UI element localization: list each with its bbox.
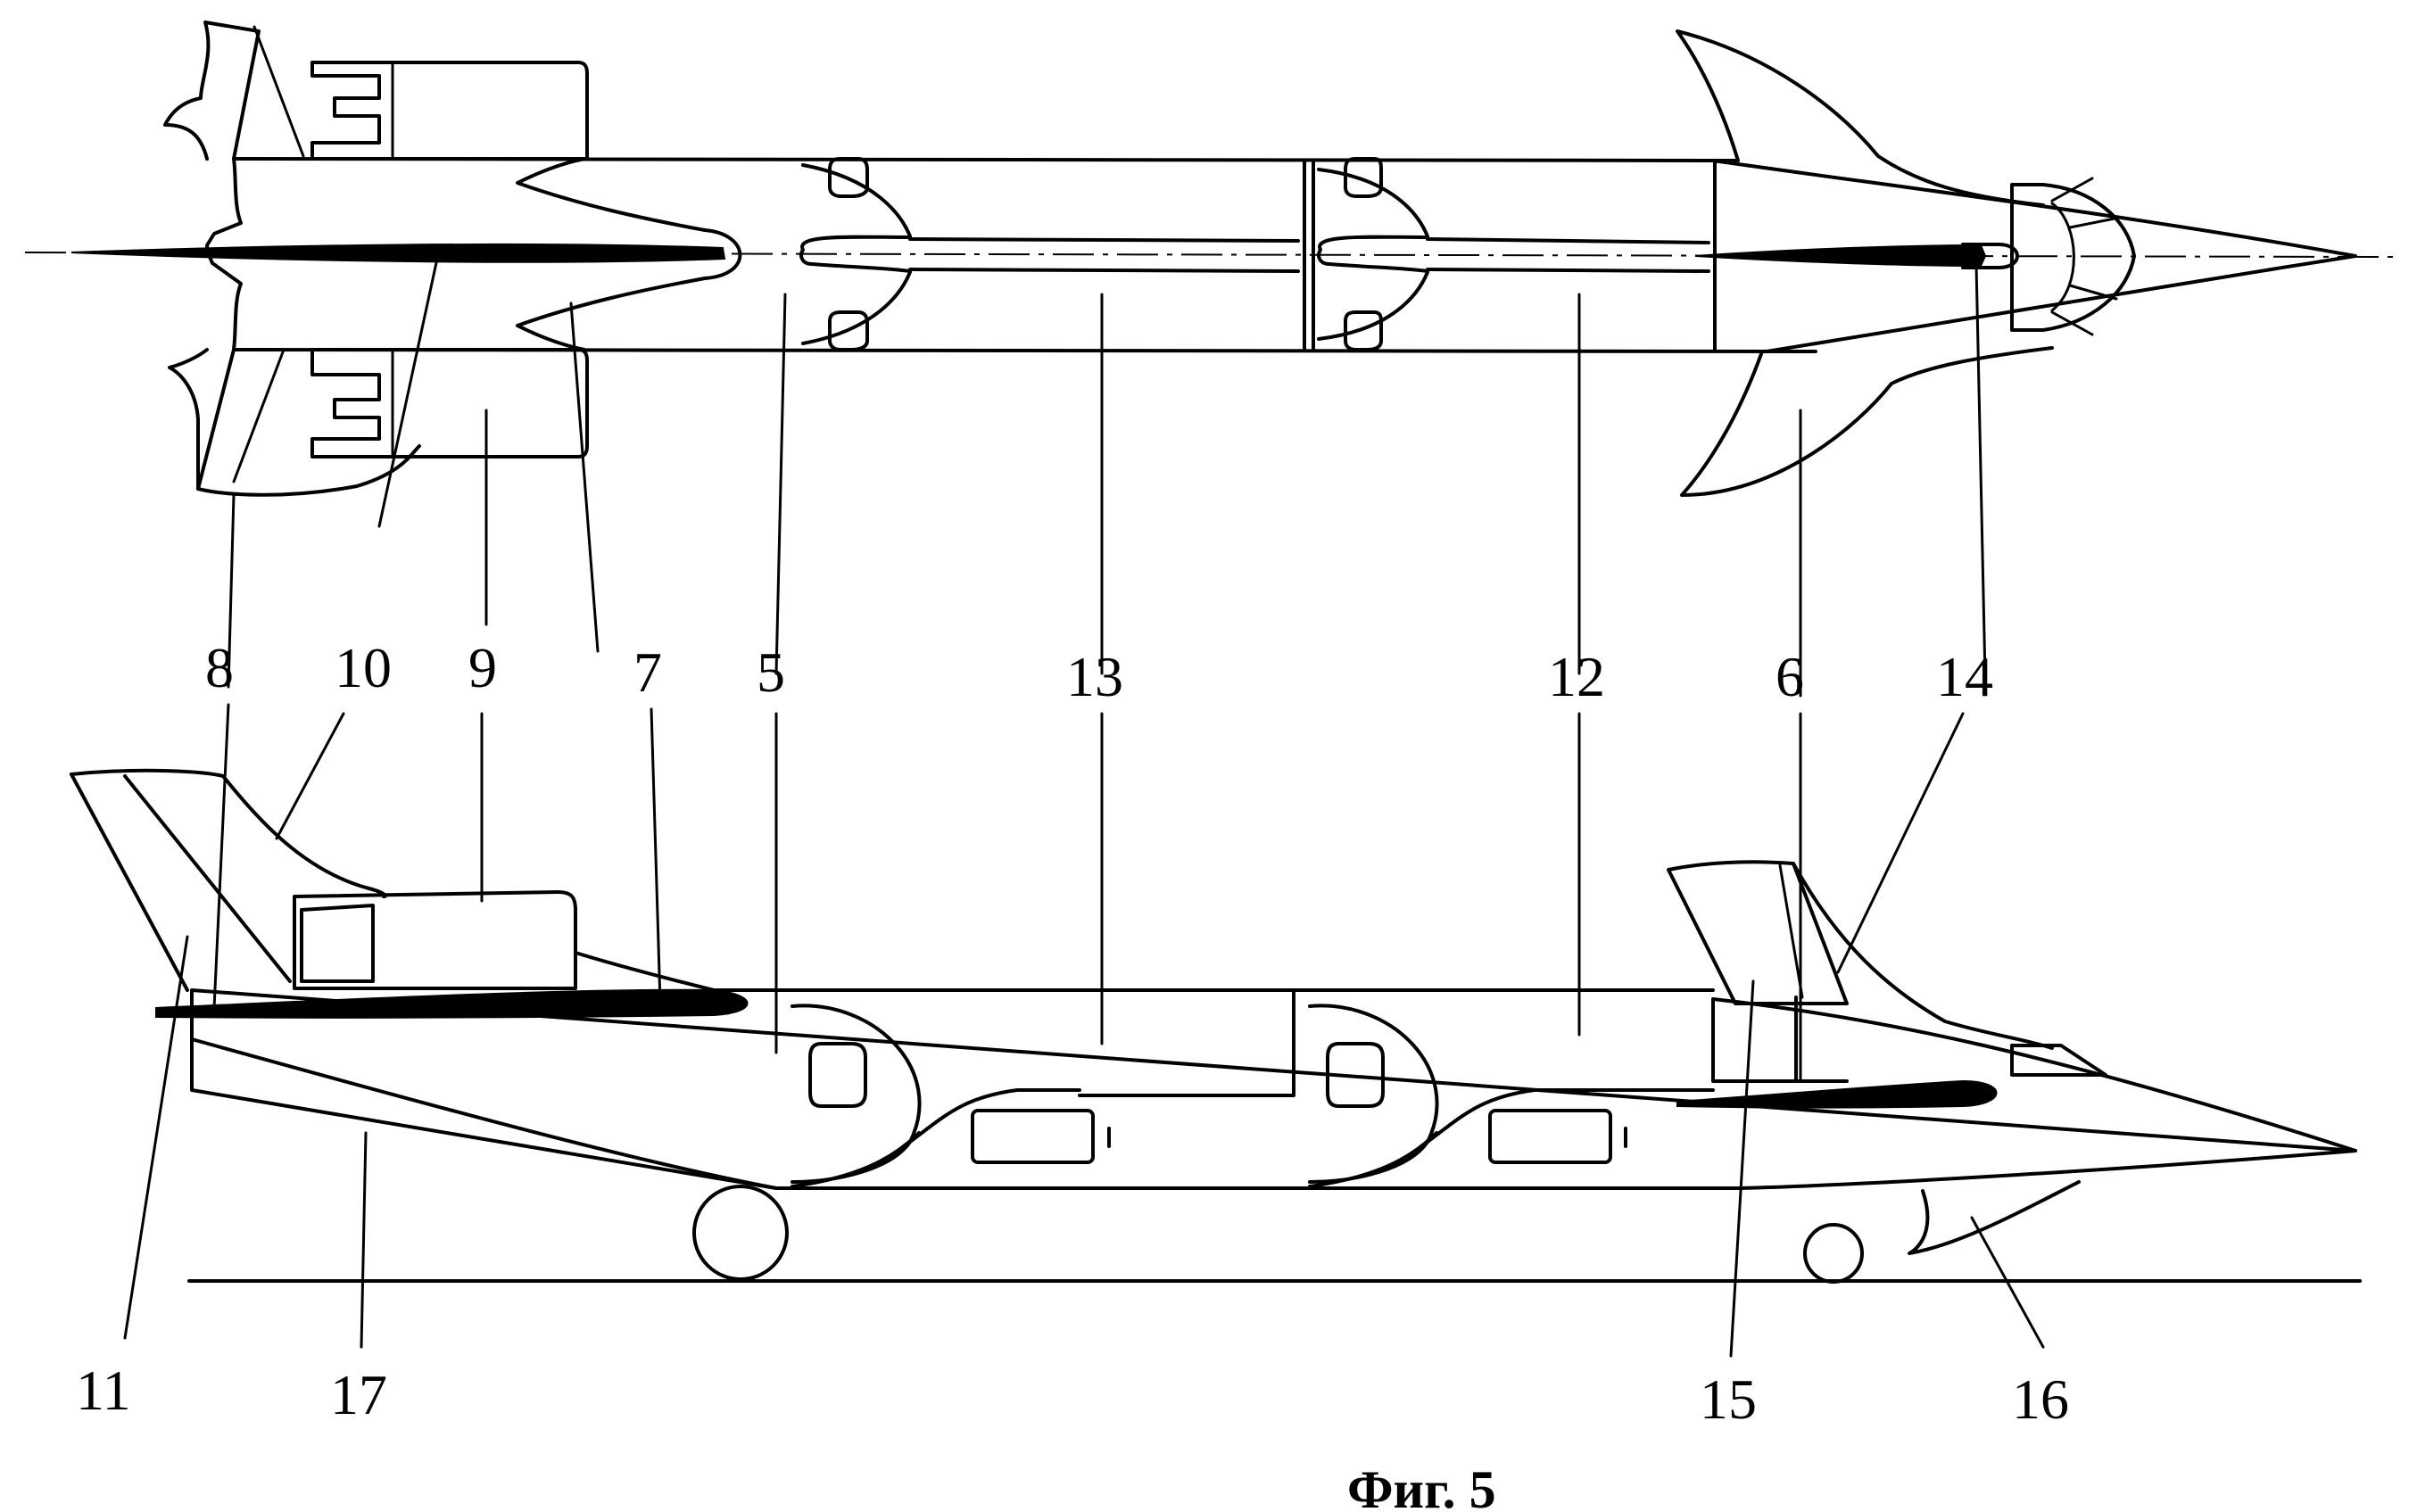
plan-engine-upper (310, 61, 589, 161)
label-17: 17 (330, 1363, 387, 1426)
label-7: 7 (633, 640, 662, 704)
side-stabilizer-leading (70, 773, 189, 992)
plan-fin-lower-back (168, 348, 209, 491)
plan-fin-upper-stripe (252, 25, 305, 158)
plan-arch-rear-lower (801, 270, 912, 345)
plan-radar-vane-3 (2068, 284, 2118, 301)
label-6: 6 (1776, 645, 1804, 708)
side-stabilizer-trailing (123, 774, 292, 983)
label-9: 9 (468, 636, 497, 699)
side-forward-blade (1676, 1079, 1998, 1109)
plan-fin-lower (196, 348, 421, 497)
side-floor-front-lower (1308, 1131, 1438, 1188)
plan-radar-vane-2 (2068, 217, 2116, 229)
plan-bellows-rear (799, 235, 912, 273)
side-engine-pod (293, 890, 577, 990)
plan-canard-lower (1680, 346, 2054, 497)
side-ventral-fin (1908, 1180, 2081, 1255)
plan-tail-end (703, 228, 742, 280)
leader-7-side (650, 707, 662, 1005)
leader-17 (360, 1131, 368, 1349)
side-view (70, 768, 2362, 1284)
plan-forward-blade-tip (1961, 243, 2019, 269)
plan-radar-vane-1 (2050, 177, 2094, 202)
side-vertical-stabilizer (70, 768, 387, 898)
plan-radar-arc (2050, 202, 2075, 312)
plan-radar-vane-4 (2050, 310, 2094, 336)
side-rear-blade (155, 988, 749, 1019)
leader-8-side (212, 703, 230, 1010)
plan-door-mid-lower (1344, 310, 1383, 351)
plan-nose (1711, 159, 2357, 353)
leader-5 (774, 293, 787, 675)
side-fuselage-outline (190, 988, 2357, 1190)
leader-8 (227, 493, 236, 689)
plan-view (24, 21, 2401, 497)
leader-7 (569, 302, 600, 653)
plan-forward-blade (1694, 244, 1987, 268)
side-door-rear-window (808, 1042, 867, 1108)
side-cockpit-block (1711, 997, 1849, 1083)
side-engine-intake (300, 904, 375, 983)
leader-15 (1729, 979, 1755, 1358)
label-5: 5 (757, 640, 785, 704)
leader-14-side (1836, 712, 1965, 974)
plan-door-rear-lower (828, 310, 869, 351)
plan-bellows-mid-line (1426, 237, 1710, 244)
label-16: 16 (2012, 1367, 2069, 1431)
leader-lines (123, 257, 2045, 1358)
side-wheel-front (1803, 1223, 1864, 1284)
leader-14 (1974, 262, 1987, 680)
plan-bellows-rear-line (908, 237, 1300, 243)
side-window-front-cabin (1488, 1109, 1612, 1164)
label-10: 10 (335, 636, 392, 699)
side-door-front-window (1326, 1042, 1385, 1108)
label-12: 12 (1548, 645, 1605, 708)
label-11: 11 (76, 1359, 131, 1422)
plan-engine-lower (310, 348, 589, 459)
side-nose-upper (1711, 997, 2357, 1153)
side-mid-step (1078, 988, 1295, 1097)
plan-bellows-mid (1317, 235, 1429, 273)
plan-fin-upper (163, 21, 261, 161)
label-15: 15 (1700, 1367, 1757, 1431)
side-canard-sweep (1792, 862, 2054, 1050)
label-13: 13 (1066, 645, 1123, 708)
plan-canard-upper (1676, 29, 2045, 207)
side-belly-strake (190, 1037, 778, 1190)
plan-arch-rear-upper (801, 163, 912, 238)
side-wheel-rear (692, 1185, 789, 1281)
side-floor-rear (908, 1088, 1081, 1144)
side-floor-rear-lower (790, 1131, 921, 1188)
plan-tail-lower-sweep (516, 277, 707, 351)
leader-10-side (275, 712, 345, 840)
label-14: 14 (1936, 645, 1993, 708)
plan-arch-mid-upper (1317, 168, 1429, 238)
side-canard (1667, 860, 1849, 1005)
side-canard-stripe (1778, 863, 1804, 999)
plan-bellows-rear-line-2 (908, 268, 1300, 273)
side-floor-front (1426, 1088, 1715, 1144)
side-window-rear-cabin (971, 1109, 1095, 1164)
plan-rear-blade (70, 243, 726, 263)
plan-bellows-mid-line-2 (1426, 268, 1710, 273)
plan-tail-upper-sweep (516, 157, 707, 232)
labels: 8 10 9 7 5 13 12 6 14 11 17 15 16 (76, 636, 2069, 1431)
label-8: 8 (205, 636, 234, 699)
plan-fin-lower-stripe (232, 348, 286, 483)
figure-caption: Фиг. 5 (1347, 1460, 1496, 1512)
leader-11 (123, 935, 189, 1340)
leader-10 (377, 257, 439, 528)
side-tail-sweep (574, 951, 716, 992)
plan-arch-mid-lower (1317, 270, 1429, 341)
leader-16 (1970, 1216, 2045, 1349)
